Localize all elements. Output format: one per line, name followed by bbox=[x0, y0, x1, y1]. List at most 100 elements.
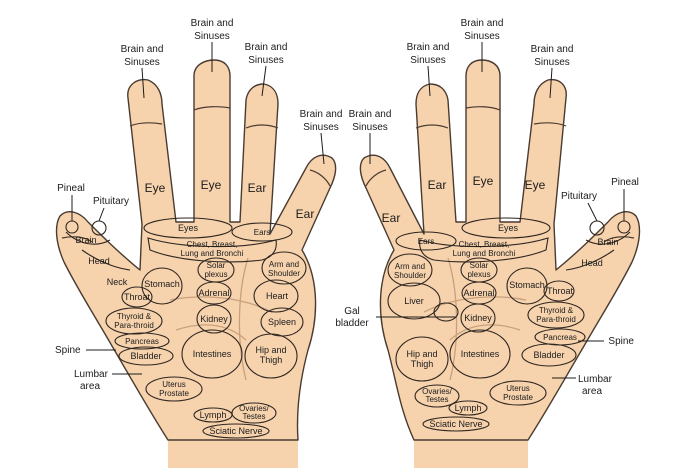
left-hip-label-1: Hip and bbox=[255, 345, 286, 355]
left-throat-label: Throat bbox=[124, 292, 151, 302]
left-lumbar-label-1: Lumbar bbox=[74, 369, 109, 380]
left-crease-3 bbox=[238, 257, 249, 381]
right-brain-zone bbox=[585, 231, 631, 245]
right-eyes-label: Eyes bbox=[498, 223, 519, 233]
gal-bladder-label-2: bladder bbox=[335, 318, 369, 329]
right-sciatic-zone bbox=[422, 416, 490, 432]
left-heart-zone bbox=[253, 279, 299, 313]
right-lumbar-label-2: area bbox=[582, 386, 602, 397]
right-brain-sinus-2-leader bbox=[427, 65, 431, 97]
left-pituitary-leader bbox=[98, 207, 105, 222]
right-ear-2: Ear bbox=[428, 178, 447, 192]
right-eye-2: Eye bbox=[525, 178, 546, 192]
left-eyes-zone bbox=[143, 217, 233, 239]
left-brain-sinus-1a: Brain and bbox=[121, 44, 164, 55]
right-ovaries-label-1: Ovaries/ bbox=[422, 387, 453, 396]
right-arm-label-1: Arm and bbox=[395, 262, 425, 271]
right-kidney-label: Kidney bbox=[464, 313, 492, 323]
left-pituitary-label: Pituitary bbox=[93, 196, 129, 207]
left-arm-shoulder-zone bbox=[261, 251, 307, 285]
right-eye-1: Eye bbox=[473, 174, 494, 188]
left-brain-sinus-3a: Brain and bbox=[245, 42, 288, 53]
left-bladder-label: Bladder bbox=[130, 351, 161, 361]
left-little-nail bbox=[129, 122, 163, 127]
right-thyroid-label-2: Para-throid bbox=[536, 315, 576, 324]
left-chest-label-2: Lung and Bronchi bbox=[181, 249, 244, 258]
right-pancreas-label: Pancreas bbox=[543, 333, 577, 342]
right-bladder-label: Bladder bbox=[533, 350, 564, 360]
right-lumbar-label-1: Lumbar bbox=[578, 374, 613, 385]
right-arm-shoulder-zone bbox=[387, 253, 433, 287]
right-solar-label-2: plexus bbox=[467, 270, 490, 279]
right-ear-1: Ear bbox=[382, 211, 401, 225]
right-spine-label: Spine bbox=[608, 336, 634, 347]
right-pineal-label: Pineal bbox=[611, 177, 639, 188]
right-brain-sinus-4b: Sinuses bbox=[534, 57, 570, 68]
left-kidney-zone bbox=[196, 304, 232, 334]
left-ovaries-label-1: Ovaries/ bbox=[239, 404, 270, 413]
right-sciatic-label: Sciatic Nerve bbox=[429, 419, 482, 429]
right-intestines-label: Intestines bbox=[461, 349, 500, 359]
left-brain-sinus-2b: Sinuses bbox=[194, 31, 230, 42]
left-brain-sinus-1-leader bbox=[141, 67, 145, 99]
right-ring-nail bbox=[465, 106, 501, 111]
right-adrenal-label: Adrenal bbox=[463, 288, 494, 298]
right-uterus-label-1: Uterus bbox=[506, 384, 530, 393]
gal-bladder-label-1: Gal bbox=[344, 306, 360, 317]
right-arm-label-2: Shoulder bbox=[394, 271, 426, 280]
left-brain-sinus-2a: Brain and bbox=[191, 18, 234, 29]
left-adrenal-zone bbox=[196, 281, 232, 305]
left-brain-sinus-4a: Brain and bbox=[300, 109, 343, 120]
left-solar-label-2: plexus bbox=[204, 270, 227, 279]
right-brain-sinus-4a: Brain and bbox=[531, 44, 574, 55]
right-stomach-label: Stomach bbox=[509, 280, 545, 290]
left-eye-2: Eye bbox=[201, 178, 222, 192]
left-thyroid-label-2: Para-throid bbox=[114, 321, 154, 330]
left-intestines-label: Intestines bbox=[193, 349, 232, 359]
right-hip-label-1: Hip and bbox=[406, 349, 437, 359]
left-pancreas-zone bbox=[114, 332, 170, 350]
right-thyroid-zone bbox=[527, 301, 585, 329]
left-lymph-label: Lymph bbox=[200, 410, 227, 420]
right-brain-sinus-3b: Sinuses bbox=[464, 31, 500, 42]
right-chest-label-1: Chest, Breast, bbox=[459, 240, 510, 249]
right-ears-zone bbox=[395, 231, 457, 251]
left-lumbar-label-2: area bbox=[80, 381, 100, 392]
left-ovaries-label-2: Testes bbox=[242, 412, 265, 421]
right-brain-label: Brain bbox=[597, 237, 618, 247]
right-ovaries-label-2: Testes bbox=[425, 395, 448, 404]
left-brain-label: Brain bbox=[75, 235, 96, 245]
left-eyes-label: Eyes bbox=[178, 223, 199, 233]
left-stomach-label: Stomach bbox=[144, 279, 180, 289]
left-spleen-label: Spleen bbox=[268, 317, 296, 327]
right-chest-label-2: Lung and Bronchi bbox=[453, 249, 516, 258]
left-eye-1: Eye bbox=[145, 181, 166, 195]
left-brain-sinus-3b: Sinuses bbox=[248, 55, 284, 66]
left-kidney-label: Kidney bbox=[200, 314, 228, 324]
right-brain-sinus-2a: Brain and bbox=[407, 42, 450, 53]
left-solar-label-1: Solar bbox=[207, 261, 226, 270]
left-head-label: Head bbox=[88, 256, 110, 266]
left-pancreas-label: Pancreas bbox=[125, 337, 159, 346]
left-ring-nail bbox=[193, 106, 231, 111]
left-brain-sinus-4b: Sinuses bbox=[303, 122, 339, 133]
left-uterus-label-2: Prostate bbox=[159, 389, 189, 398]
right-pituitary-label: Pituitary bbox=[561, 191, 597, 202]
left-ears-label: Ears bbox=[254, 228, 270, 237]
right-throat-zone bbox=[543, 280, 575, 302]
left-thyroid-label-1: Thyroid & bbox=[117, 312, 152, 321]
right-pituitary-leader bbox=[587, 202, 598, 222]
left-hip-label-2: Thigh bbox=[260, 355, 283, 365]
right-brain-sinus-1a: Brain and bbox=[349, 109, 392, 120]
left-head-zone bbox=[81, 249, 131, 271]
right-index-nail bbox=[365, 169, 387, 187]
left-brain-sinus-3-leader bbox=[261, 65, 267, 97]
left-bladder-zone bbox=[118, 346, 174, 366]
left-thumb-nail bbox=[61, 236, 93, 243]
left-index-nail bbox=[309, 169, 331, 187]
left-hip-thigh-zone bbox=[244, 333, 298, 379]
right-head-label: Head bbox=[581, 258, 603, 268]
right-lymph-label: Lymph bbox=[455, 403, 482, 413]
left-ear-2: Ear bbox=[296, 207, 315, 221]
